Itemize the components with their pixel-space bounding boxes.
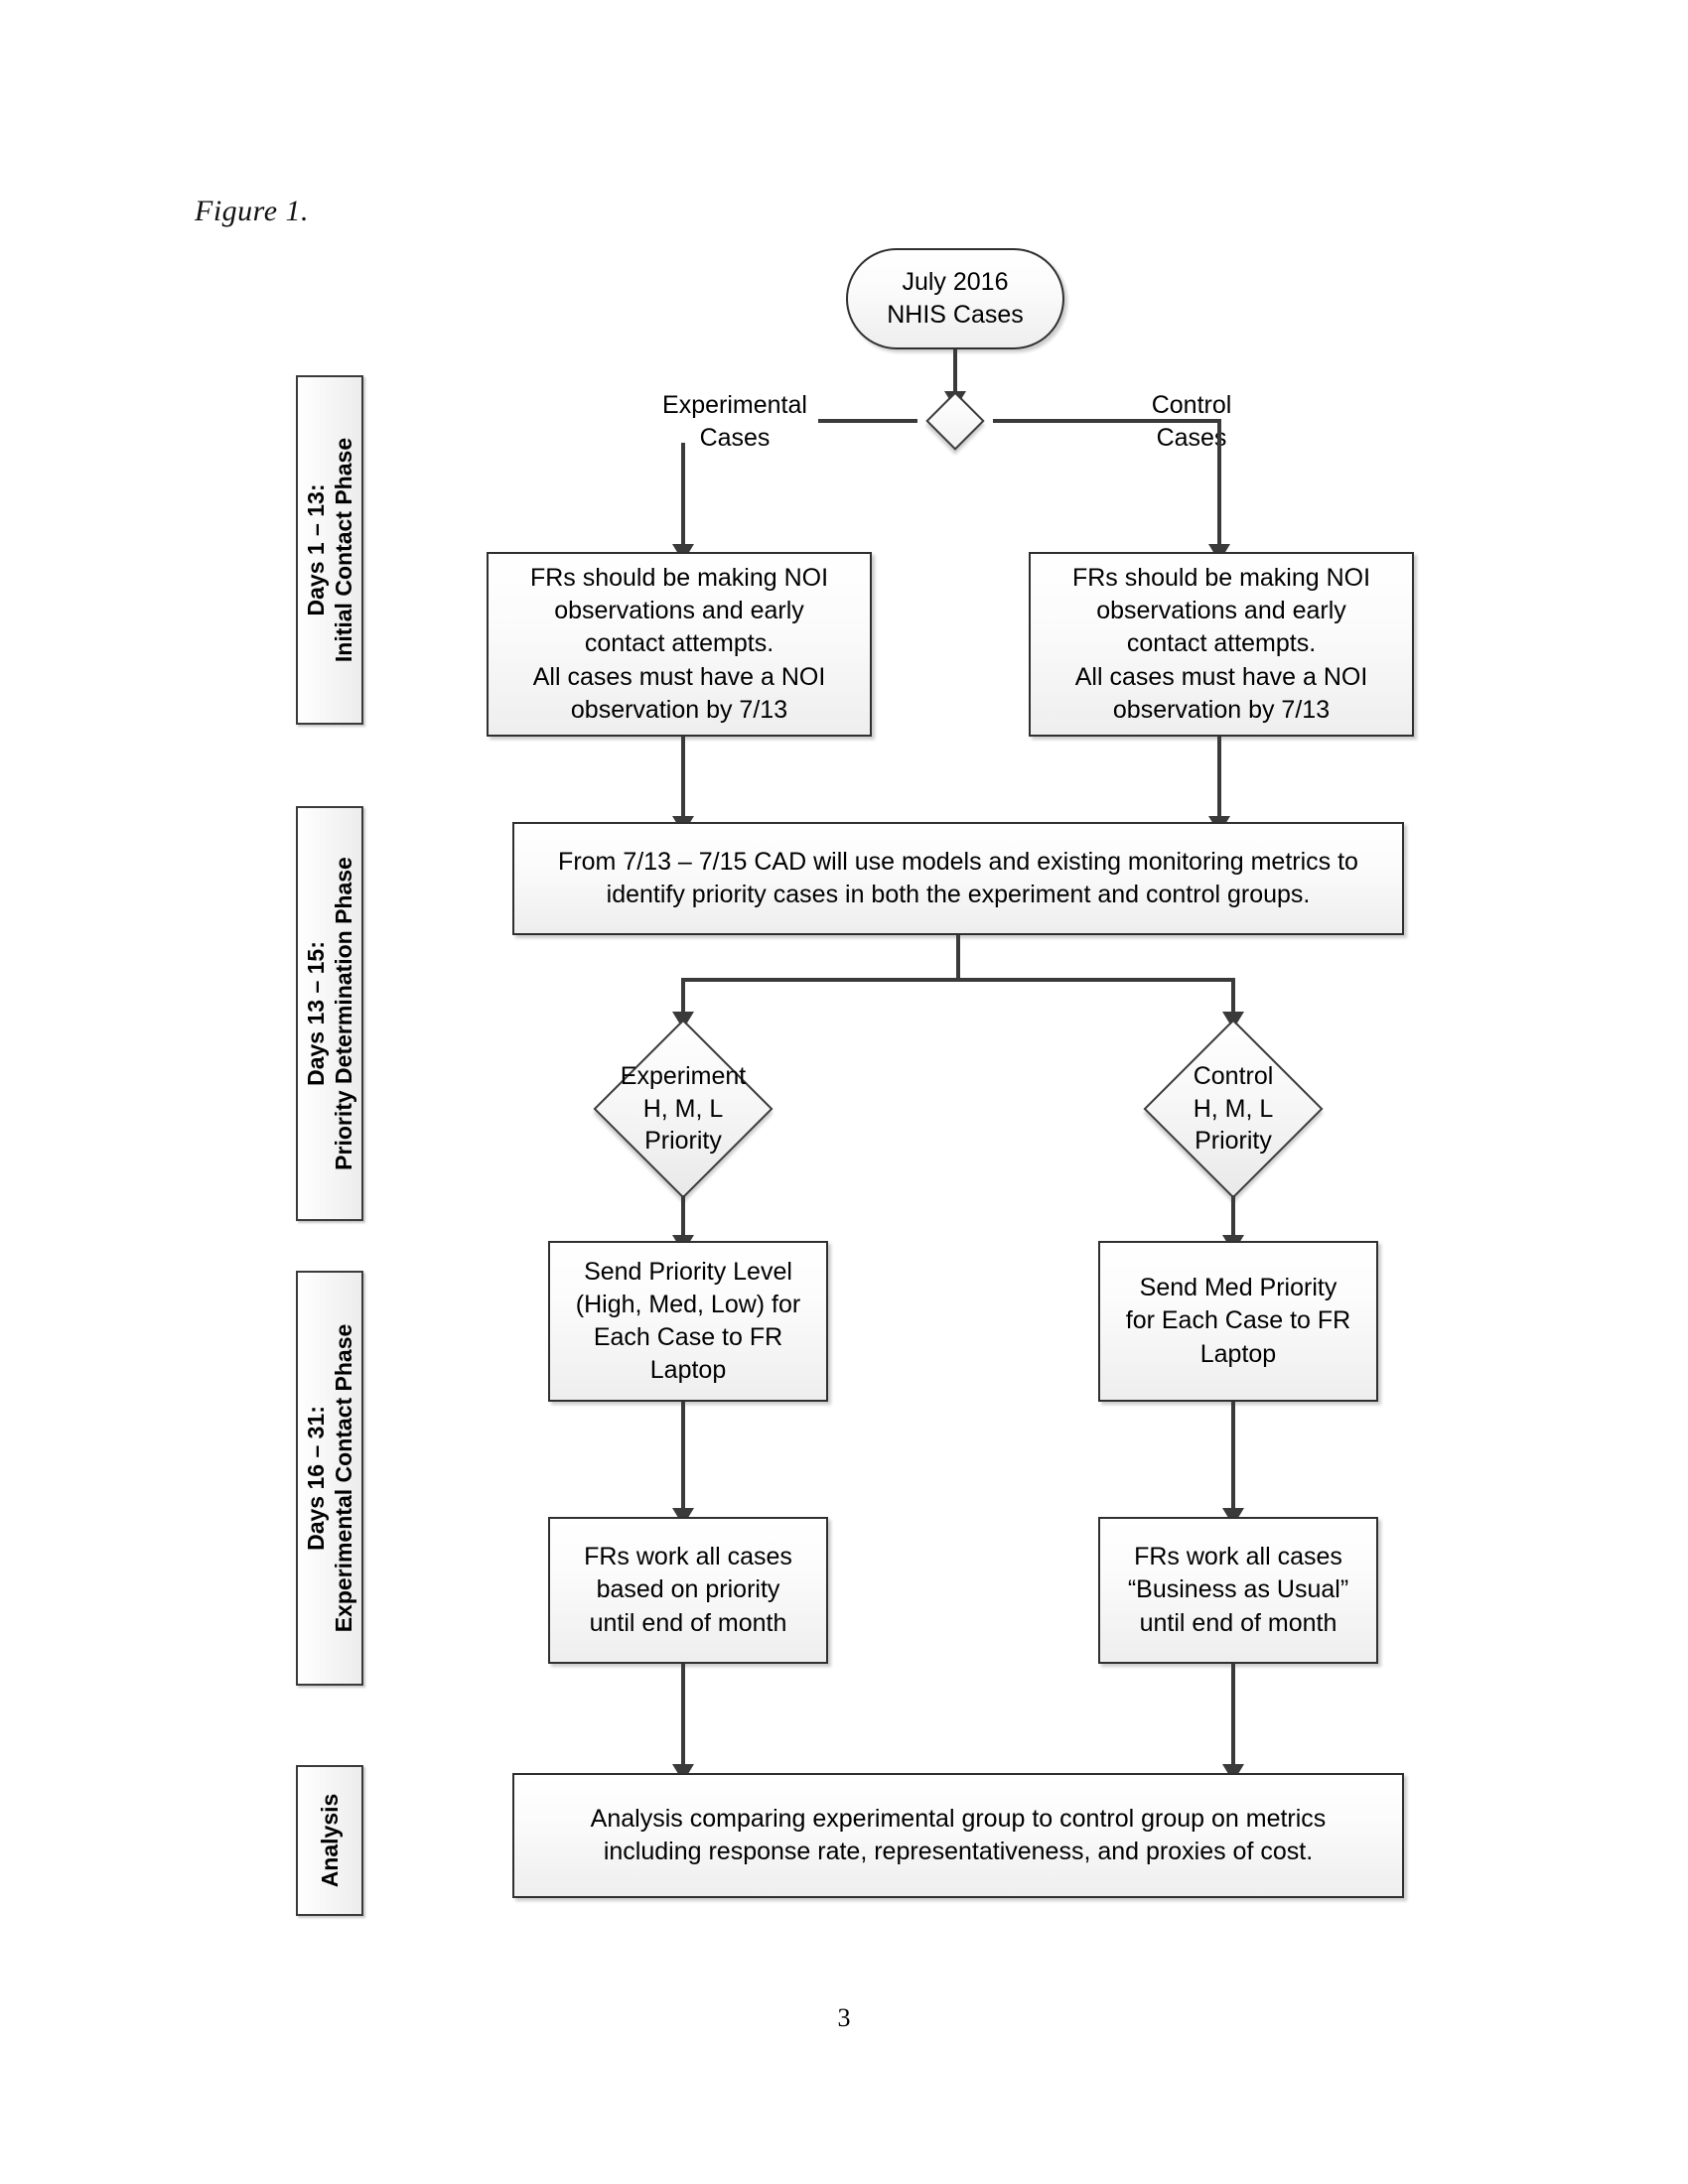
connector-split-left-arm — [818, 419, 917, 423]
connector-ctl-send-to-work — [1231, 1402, 1235, 1517]
phase-band-priority-determination-label: Days 13 – 15: Priority Determination Pha… — [302, 857, 357, 1170]
phase-band-priority-determination-line2: Priority Determination Phase — [331, 857, 356, 1170]
phase-band-initial-contact-label: Days 1 – 13: Initial Contact Phase — [302, 438, 357, 662]
node-start-label: July 2016 NHIS Cases — [887, 267, 1024, 329]
node-cad-models[interactable]: From 7/13 – 7/15 CAD will use models and… — [512, 822, 1404, 935]
phase-band-analysis-label: Analysis — [316, 1794, 344, 1888]
experiment-priority-label: Experiment H, M, L Priority — [620, 1062, 747, 1156]
node-experimental-send-priority[interactable]: Send Priority Level (High, Med, Low) for… — [548, 1241, 828, 1402]
phase-band-priority-determination-line1: Days 13 – 15: — [302, 941, 329, 1086]
node-analysis-summary[interactable]: Analysis comparing experimental group to… — [512, 1773, 1404, 1898]
connector-cad-stem — [956, 935, 960, 981]
connector-cad-to-ctl-diamond — [1231, 978, 1235, 1020]
label-control-cases: Control Cases — [1151, 391, 1232, 452]
connector-exp-initial-to-cad — [681, 737, 685, 826]
node-cad-models-label: From 7/13 – 7/15 CAD will use models and… — [558, 847, 1358, 908]
node-split-decision[interactable] — [915, 381, 995, 461]
node-control-initial-contact-label: FRs should be making NOI observations an… — [1071, 563, 1371, 724]
node-control-priority-decision[interactable]: Control H, M, L Priority — [1112, 1019, 1354, 1199]
connector-exp-work-to-analysis — [681, 1664, 685, 1773]
phase-band-initial-contact-line2: Initial Contact Phase — [331, 437, 356, 663]
phase-band-analysis-line1: Analysis — [316, 1793, 343, 1888]
phase-band-analysis: Analysis — [296, 1765, 363, 1916]
phase-band-initial-contact: Days 1 – 13: Initial Contact Phase — [296, 375, 363, 725]
label-experimental-cases: Experimental Cases — [662, 391, 807, 452]
phase-band-initial-contact-line1: Days 1 – 13: — [302, 483, 329, 616]
node-start-july-2016-nhis-cases[interactable]: July 2016 NHIS Cases — [846, 248, 1064, 349]
node-experimental-work-cases-label: FRs work all cases based on priority unt… — [584, 1543, 792, 1637]
connector-start-to-split — [953, 349, 957, 397]
connector-exp-diamond-to-send — [681, 1195, 685, 1243]
connector-ctl-initial-to-cad — [1217, 737, 1221, 826]
phase-band-experimental-contact-line1: Days 16 – 31: — [302, 1406, 329, 1551]
node-control-work-cases[interactable]: FRs work all cases “Business as Usual” u… — [1098, 1517, 1378, 1664]
connector-cad-tbar — [681, 978, 1235, 982]
node-control-send-priority-label: Send Med Priority for Each Case to FR La… — [1125, 1274, 1351, 1368]
split-decision-label — [915, 381, 995, 461]
connector-ctl-work-to-analysis — [1231, 1664, 1235, 1773]
phase-band-experimental-contact-line2: Experimental Contact Phase — [331, 1323, 356, 1633]
phase-band-experimental-contact-label: Days 16 – 31: Experimental Contact Phase — [302, 1324, 357, 1633]
node-experimental-send-priority-label: Send Priority Level (High, Med, Low) for… — [575, 1257, 801, 1385]
node-experimental-initial-contact[interactable]: FRs should be making NOI observations an… — [487, 552, 872, 737]
phase-band-experimental-contact: Days 16 – 31: Experimental Contact Phase — [296, 1271, 363, 1686]
connector-ctl-diamond-to-send — [1231, 1195, 1235, 1243]
node-control-work-cases-label: FRs work all cases “Business as Usual” u… — [1127, 1543, 1349, 1637]
connector-exp-send-to-work — [681, 1402, 685, 1517]
connector-experimental-branch-drop — [681, 443, 685, 554]
node-experiment-priority-decision[interactable]: Experiment H, M, L Priority — [562, 1019, 804, 1199]
page-number: 3 — [837, 2003, 851, 2032]
connector-cad-to-exp-diamond — [681, 978, 685, 1020]
node-analysis-summary-label: Analysis comparing experimental group to… — [590, 1804, 1327, 1865]
connector-control-branch-drop — [1217, 419, 1221, 554]
node-control-send-priority[interactable]: Send Med Priority for Each Case to FR La… — [1098, 1241, 1378, 1402]
phase-band-priority-determination: Days 13 – 15: Priority Determination Pha… — [296, 806, 363, 1221]
figure-caption: Figure 1. — [195, 195, 310, 227]
node-experimental-work-cases[interactable]: FRs work all cases based on priority unt… — [548, 1517, 828, 1664]
node-experimental-initial-contact-label: FRs should be making NOI observations an… — [529, 563, 829, 724]
control-priority-label: Control H, M, L Priority — [1193, 1062, 1274, 1156]
node-control-initial-contact[interactable]: FRs should be making NOI observations an… — [1029, 552, 1414, 737]
connector-split-right-arm — [993, 419, 1221, 423]
